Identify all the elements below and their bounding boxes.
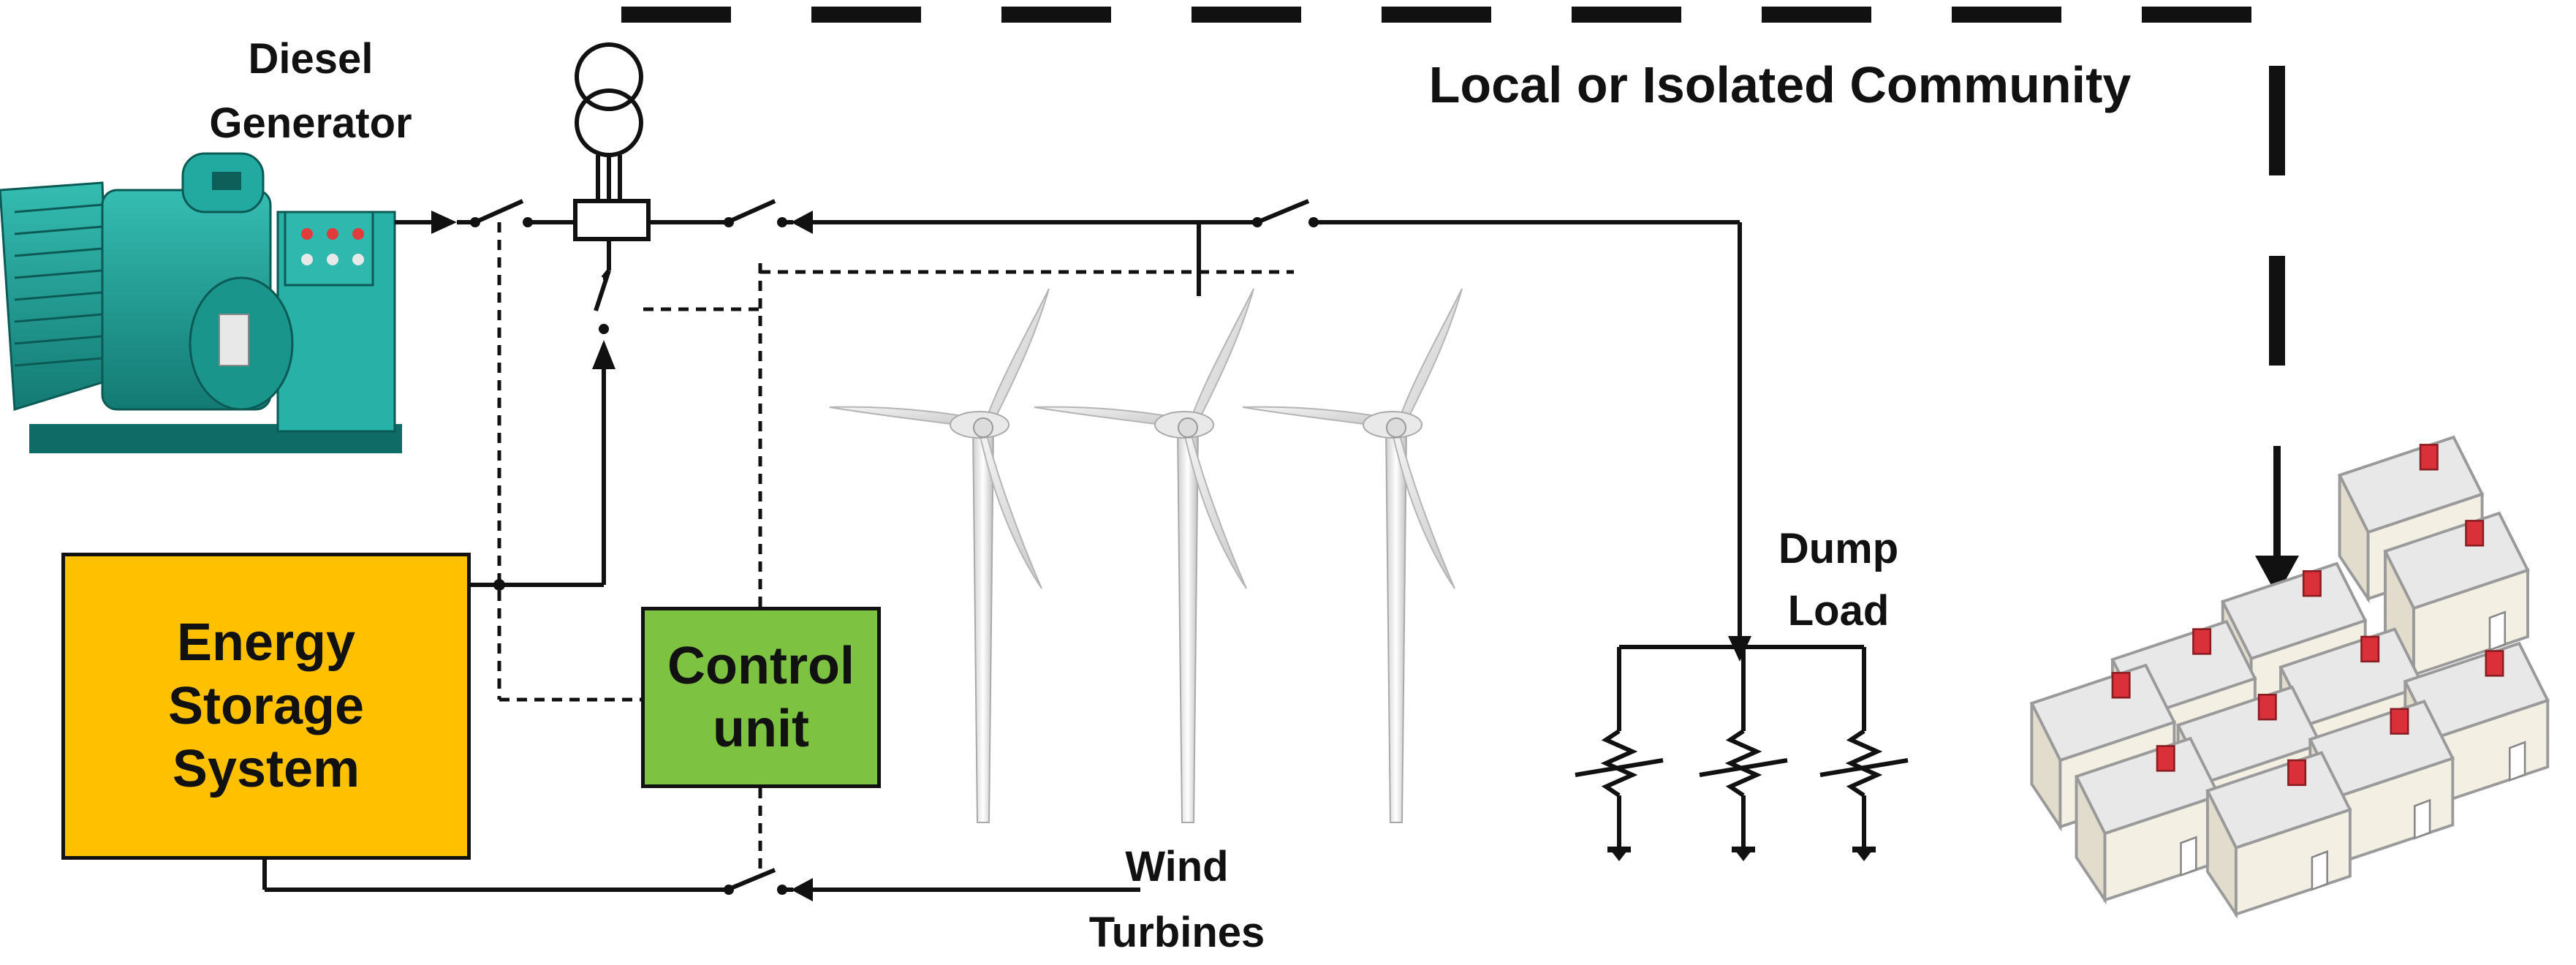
control-signals — [497, 222, 1294, 877]
ess-feed — [471, 270, 611, 587]
control-unit: Control unit — [641, 607, 881, 788]
energy-storage-system: Energy Storage System — [61, 553, 471, 860]
community-label: Local or Isolated Community — [1429, 56, 2132, 113]
control-unit-label-line1: Control — [667, 636, 855, 695]
resistor-icon — [1575, 687, 1663, 861]
ess-label-line2: Storage — [167, 676, 365, 735]
resistor-icon — [1700, 687, 1787, 861]
transformer-icon — [573, 42, 651, 280]
diesel-generator-label-line1: Diesel — [249, 35, 374, 83]
dump-load-label-line1: Dump — [1778, 525, 1898, 572]
diesel-generator-icon — [0, 152, 402, 453]
wind-turbine-icon — [1034, 288, 1254, 823]
bus-arrow — [791, 211, 813, 234]
bottom-feed — [262, 860, 1140, 892]
control-unit-label-line2: unit — [713, 700, 809, 758]
wind-turbines-label-line2: Turbines — [1089, 909, 1265, 956]
diesel-generator-label-line2: Generator — [209, 99, 412, 147]
ess-label-line3: System — [172, 740, 360, 799]
community-boundary — [621, 7, 2299, 596]
wind-turbine-icon — [1242, 288, 1463, 823]
main-bus — [813, 199, 1742, 651]
community-houses — [2030, 436, 2550, 916]
resistor-icon — [1820, 687, 1908, 861]
ess-feed-arrow — [592, 340, 615, 369]
wind-turbines-label-line1: Wind — [1125, 843, 1228, 890]
bus-segment-left — [648, 199, 793, 224]
ess-label-line1: Energy — [176, 613, 356, 673]
dump-load-label-line2: Load — [1788, 587, 1890, 635]
bottom-feed-arrow — [791, 878, 813, 901]
community-arrow — [2255, 556, 2299, 596]
generator-feed-arrow — [431, 211, 457, 234]
dump-load — [1617, 645, 1866, 687]
